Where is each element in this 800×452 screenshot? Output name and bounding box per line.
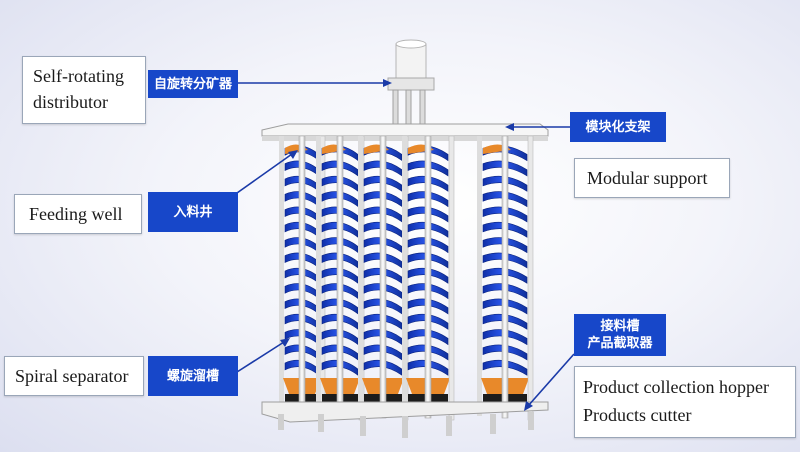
label-collection-en-line1: Product collection hopper [583,377,769,397]
label-distributor-en-line2: distributor [33,92,108,112]
arrowhead-spiral [280,338,290,347]
leader-spiral [236,341,285,373]
label-collection-cn: 接料槽 产品截取器 [574,314,666,356]
label-feeding-cn: 入料井 [148,192,238,232]
label-collection-cn-line2: 产品截取器 [587,336,653,351]
label-distributor-cn-text: 自旋转分矿器 [153,76,232,92]
arrowhead-distributor [383,79,392,87]
label-spiral-cn: 螺旋溜槽 [148,356,238,396]
label-distributor-en-line1: Self-rotating [33,66,124,86]
spiral-column [358,135,409,421]
label-feeding-en: Feeding well [14,194,142,234]
arrowhead-collection [524,401,533,411]
spiral-column [402,135,455,421]
label-spiral-en-text: Spiral separator [15,366,129,386]
leader-collection [527,353,575,407]
label-distributor-cn: 自旋转分矿器 [148,70,238,98]
arrowhead-feeding [288,150,298,159]
label-spiral-cn-text: 螺旋溜槽 [166,368,219,384]
base-frame [261,401,549,438]
label-spiral-en: Spiral separator [4,356,144,396]
spiral-columns [279,135,534,421]
label-collection-cn-line1: 接料槽 [600,319,640,334]
spiral-column [477,135,534,421]
leader-feeding [236,153,293,194]
label-support-en: Modular support [574,158,730,198]
label-support-en-text: Modular support [587,168,708,188]
label-support-cn-text: 模块化支架 [585,119,651,135]
arrowhead-support [505,123,514,131]
label-feeding-cn-text: 入料井 [173,204,213,220]
label-feeding-en-text: Feeding well [29,204,123,224]
label-collection-en: Product collection hopper Products cutte… [574,366,796,438]
label-collection-en-line2: Products cutter [583,405,692,425]
distributor-unit [387,39,435,129]
label-support-cn: 模块化支架 [570,112,666,142]
label-distributor-en: Self-rotating distributor [22,56,146,124]
